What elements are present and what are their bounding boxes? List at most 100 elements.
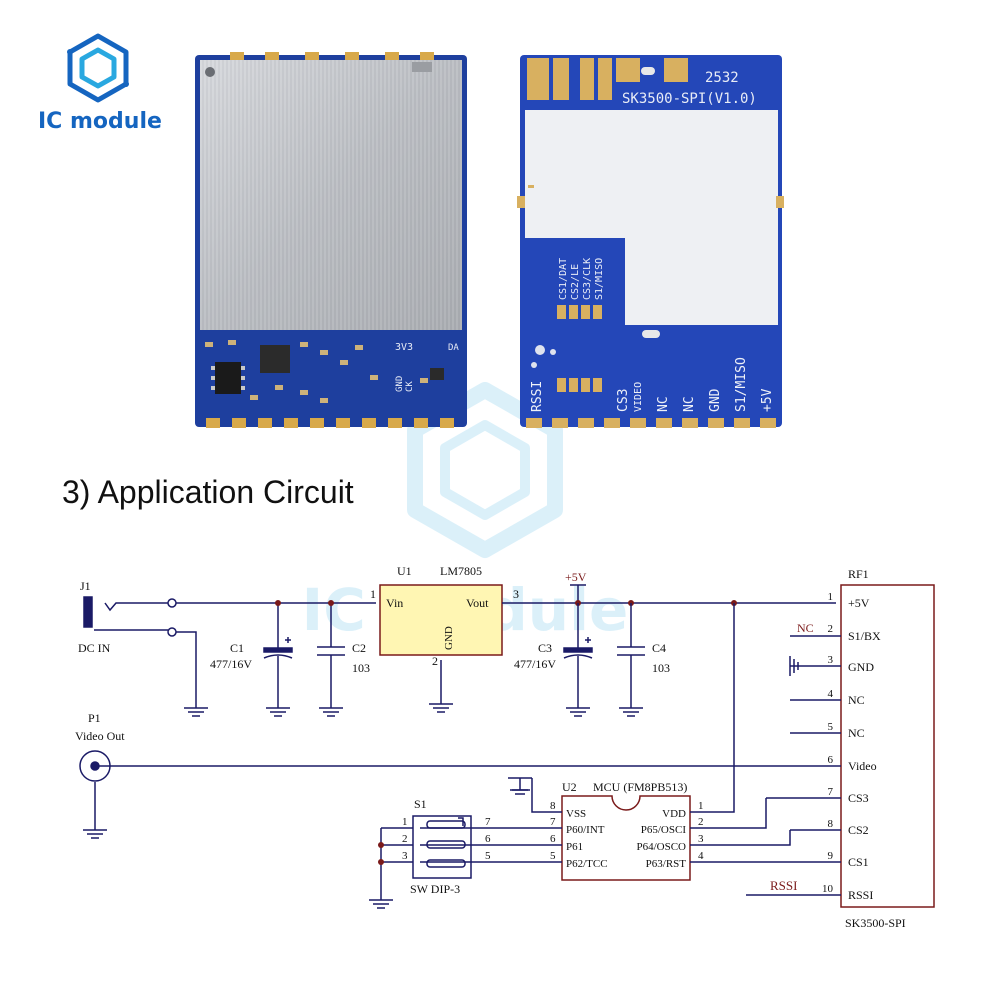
rf1-pin-num: 10 — [822, 883, 834, 895]
rf1-pin-name: CS1 — [848, 855, 869, 869]
u2-title: MCU (FM8PB513) — [593, 780, 687, 794]
u1-pin3: 3 — [513, 587, 519, 601]
pin-label-video: VIDEO — [633, 382, 644, 412]
rf1-pin-num: 2 — [828, 623, 834, 635]
u2-ref: U2 — [562, 780, 577, 794]
regulator-u1 — [379, 584, 578, 656]
s1-pin-num: 1 — [402, 816, 408, 828]
rf1-pin-num: 9 — [828, 850, 834, 862]
p1-label: Video Out — [75, 729, 125, 743]
pin-label-s1-miso: S1/MISO — [734, 357, 749, 412]
c4-ref: C4 — [652, 641, 666, 655]
j1-ref: J1 — [80, 579, 91, 593]
rf1-rssi-net: RSSI — [770, 878, 797, 893]
rf1-pin-num: 6 — [828, 754, 834, 766]
rf1-pin-name: Video — [848, 759, 877, 773]
vcc-label: +5V — [565, 570, 587, 584]
back-pin-labels: RSSI CS3 VIDEO NC NC GND S1/MISO +5V — [530, 357, 775, 412]
back-white-label — [525, 110, 778, 325]
rf1-pin-name: CS2 — [848, 823, 869, 837]
pad-label-cs3-clk: CS3/CLK — [582, 258, 593, 300]
front-components: 3V3 DA GND CK — [205, 340, 459, 403]
s1-pin-num: 7 — [485, 816, 491, 828]
c2-value: 103 — [352, 661, 370, 675]
back-model-label: SK3500-SPI(V1.0) — [622, 91, 757, 107]
schematic-labels: J1 DC IN C1 477/16V C2 103 U1 LM7805 1 3… — [75, 564, 906, 930]
front-silk-ck: CK — [405, 381, 415, 392]
u2-pin-num: 1 — [698, 800, 704, 812]
u2-pin-labels: 8 7 6 5 VSS P60/INT P61 P62/TCC 1 2 3 4 … — [550, 800, 704, 870]
rf1-pin-num: 4 — [828, 688, 834, 700]
s1-pin-num: 2 — [402, 833, 408, 845]
rf1-pin-name: NC — [848, 693, 865, 707]
u2-pin-name: P62/TCC — [566, 858, 608, 870]
pad-label-cs1-dat: CS1/DAT — [558, 258, 569, 300]
rf1-pin-num: 8 — [828, 818, 834, 830]
capacitor-c3 — [563, 603, 593, 700]
u2-pin-name: VDD — [662, 808, 686, 820]
s1-pin-num: 3 — [402, 850, 408, 862]
watermark-hex-icon — [407, 382, 563, 558]
rf1-pin-num: 1 — [828, 591, 834, 603]
u2-pin-num: 6 — [550, 833, 556, 845]
capacitor-c2 — [317, 600, 345, 700]
rf1-name: SK3500-SPI — [845, 916, 906, 930]
rf-module-rf1 — [696, 584, 935, 908]
rf1-pin-name: GND — [848, 660, 874, 674]
pin-label-5v: +5V — [760, 388, 775, 412]
u2-pin-name: P60/INT — [566, 824, 605, 836]
rf1-pin-name: +5V — [848, 596, 870, 610]
pin-label-nc-2: NC — [682, 396, 697, 412]
c4-value: 103 — [652, 661, 670, 675]
rf1-pin-num: 5 — [828, 721, 834, 733]
back-top-pads — [527, 58, 688, 100]
u1-gnd: GND — [443, 626, 455, 650]
u1-pin1: 1 — [370, 587, 376, 601]
front-silk-3v3: 3V3 — [395, 342, 413, 353]
rf1-pin-num: 3 — [828, 654, 834, 666]
front-silk-gnd: GND — [395, 376, 405, 392]
u2-pin-name: VSS — [566, 808, 586, 820]
schematic — [79, 584, 935, 909]
module-front-photo: 3V3 DA GND CK — [195, 52, 467, 428]
back-test-pads — [557, 305, 660, 392]
s1-pin-numbers: 1 2 3 7 6 5 — [402, 816, 491, 862]
rf1-ref: RF1 — [848, 567, 869, 581]
front-bottom-pads — [206, 418, 454, 428]
back-side-pads — [517, 185, 784, 208]
capacitor-c1 — [263, 600, 293, 700]
module-back-photo: 2532 SK3500-SPI(V1.0) CS1/DAT CS2/LE CS3… — [517, 55, 784, 428]
rf1-pin-name: S1/BX — [848, 629, 881, 643]
c3-value: 477/16V — [514, 657, 556, 671]
pin-label-nc-1: NC — [656, 396, 671, 412]
u2-pin-num: 8 — [550, 800, 556, 812]
back-upper-pad-labels: CS1/DAT CS2/LE CS3/CLK S1/MISO — [558, 258, 605, 300]
front-top-pads — [230, 52, 434, 60]
brand-name: IC module — [38, 109, 162, 134]
s1-pin-num: 6 — [485, 833, 491, 845]
c1-value: 477/16V — [210, 657, 252, 671]
brand-logo: IC module — [38, 33, 162, 134]
u2-pin-name: P64/OSCO — [636, 841, 686, 853]
rf1-pin-numbers: 1 2 3 4 5 6 7 8 9 10 — [822, 591, 834, 895]
rf1-pin-name: CS3 — [848, 791, 869, 805]
u1-vin: Vin — [386, 596, 403, 610]
back-board-id: 2532 — [705, 70, 739, 86]
u2-pin-name: P63/RST — [646, 858, 687, 870]
u2-pin-name: P65/OSCI — [641, 824, 687, 836]
u2-pin-num: 7 — [550, 816, 556, 828]
pin-label-rssi: RSSI — [530, 381, 545, 412]
u2-pin-name: P61 — [566, 841, 583, 853]
rf1-pin-num: 7 — [828, 786, 834, 798]
video-connector-p1 — [79, 750, 836, 782]
pad-label-s1-miso: S1/MISO — [594, 258, 605, 300]
c3-ref: C3 — [538, 641, 552, 655]
u2-pin-num: 4 — [698, 850, 704, 862]
vcc-rail — [570, 584, 836, 813]
ground-symbols — [83, 656, 808, 909]
rf1-nc-net: NC — [797, 621, 814, 635]
p1-ref: P1 — [88, 711, 101, 725]
rf1-pin-name: NC — [848, 726, 865, 740]
